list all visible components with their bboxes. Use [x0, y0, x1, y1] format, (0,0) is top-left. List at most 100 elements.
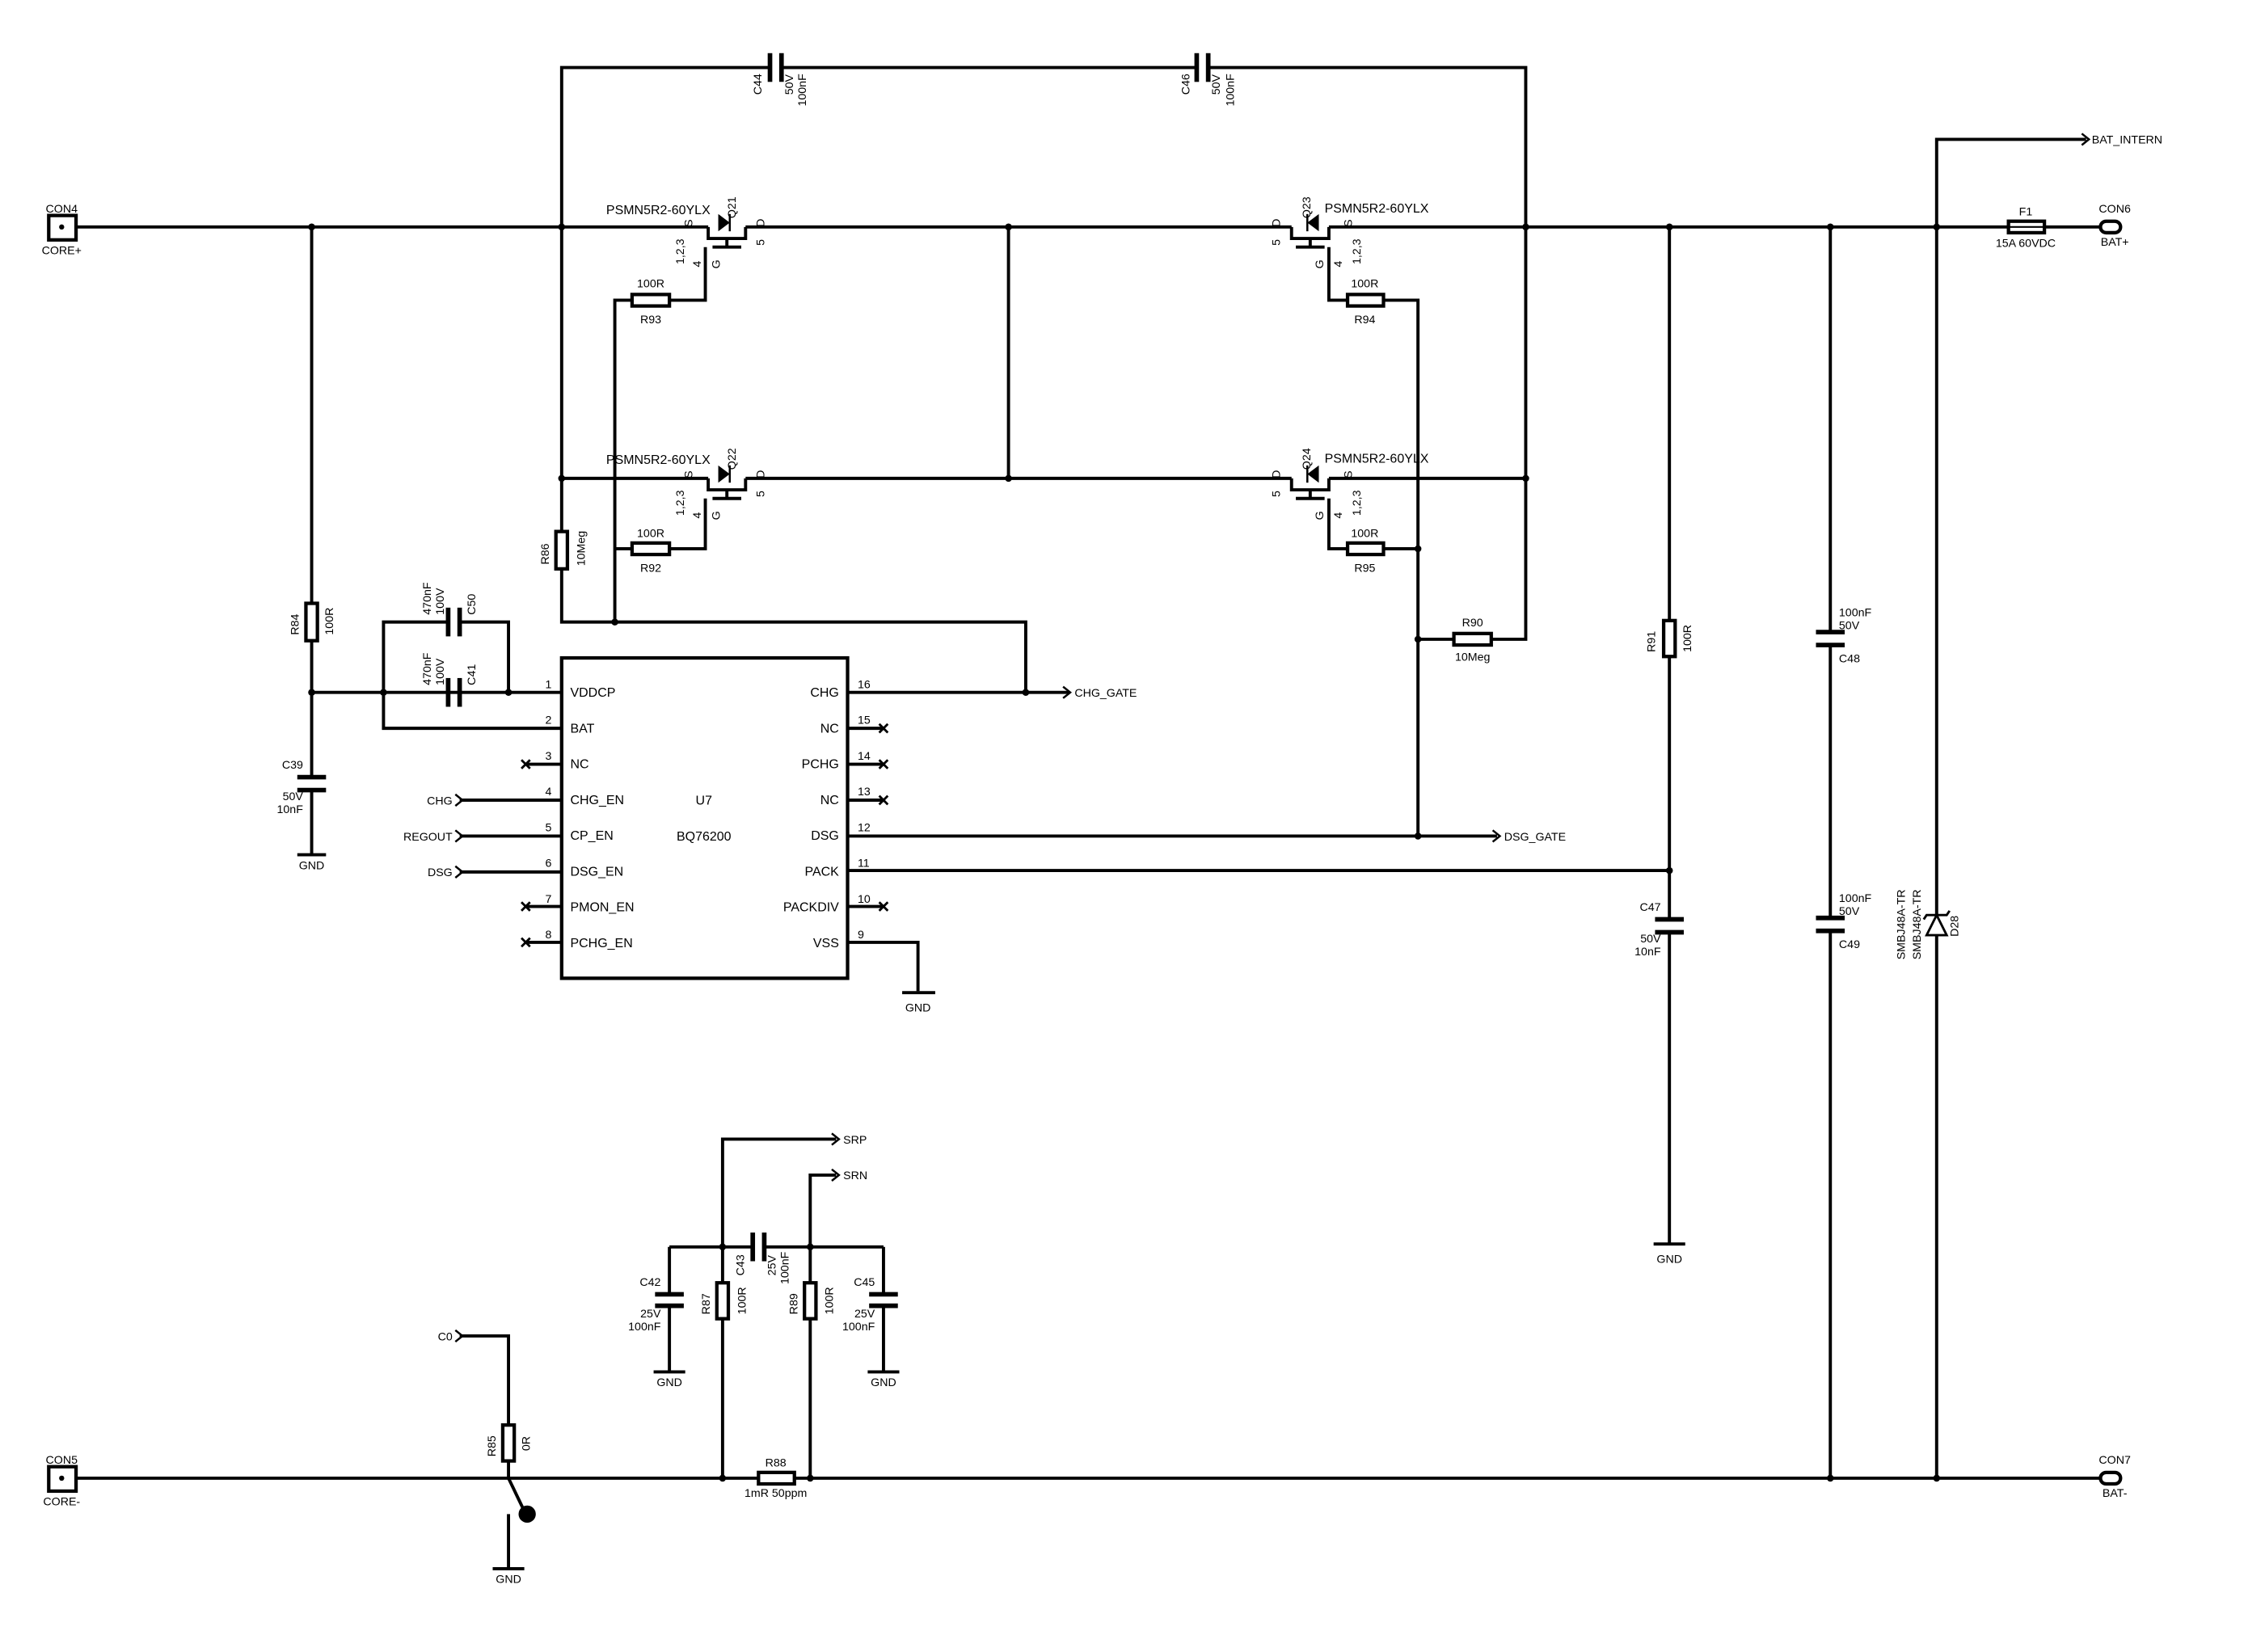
ic-u7[interactable]: U7 BQ76200 1VDDCP2BAT3NC4CHG_EN5CP_EN6DS…: [545, 655, 871, 980]
resistor-r90[interactable]: R90 10Meg: [1452, 617, 1493, 664]
capacitor-c50[interactable]: 470nF 100V C50: [421, 582, 479, 637]
resistor-r86[interactable]: R86 10Meg: [539, 529, 588, 571]
r84-ref: R84: [289, 613, 302, 634]
ic-pin-name: CHG: [810, 686, 839, 700]
r85-ref: R85: [486, 1435, 499, 1456]
ic-pin-name: VDDCP: [570, 686, 615, 700]
net-label-srp[interactable]: SRP: [831, 1132, 867, 1147]
port-dsg-input[interactable]: DSG: [428, 865, 465, 879]
ic-pin-number: 9: [858, 929, 864, 942]
ic-pin-name: PACKDIV: [783, 901, 839, 915]
port-regout-input[interactable]: REGOUT: [403, 829, 465, 844]
q22-pin-d: D: [754, 470, 767, 478]
connector-con4[interactable]: CON4 CORE+: [42, 203, 82, 258]
q21-pin-s: S: [683, 219, 696, 226]
ic-pin-number: 16: [858, 678, 871, 691]
f1-value: 15A 60VDC: [1996, 238, 2056, 251]
capacitor-c45[interactable]: C45 25V 100nF: [842, 1276, 898, 1334]
d28-part: SMBJ48A-TR: [1896, 889, 1909, 959]
ground-c42: GND: [653, 1370, 685, 1389]
capacitor-c43[interactable]: C43 25V 100nF: [735, 1233, 792, 1284]
c43-ref: C43: [735, 1254, 748, 1275]
ic-pin-number: 13: [858, 786, 871, 799]
c47-voltage: 50V: [1640, 933, 1661, 946]
capacitor-c39[interactable]: C39 50V 10nF: [277, 759, 327, 816]
port-chg-input[interactable]: CHG: [427, 793, 465, 807]
q23-pins-s: 1,2,3: [1351, 238, 1364, 264]
ic-pin-name: DSG_EN: [570, 865, 623, 879]
d28-ref: D28: [1948, 916, 1961, 937]
resistor-r93[interactable]: 100R R93: [630, 277, 672, 327]
q24-pin-g: G: [1314, 511, 1327, 520]
resistor-r92[interactable]: 100R R92: [630, 528, 672, 575]
q22-part: PSMN5R2-60YLX: [606, 453, 711, 467]
con5-ref: CON5: [46, 1454, 78, 1467]
bat-intern-label: BAT_INTERN: [2092, 134, 2162, 147]
c49-value: 100nF: [1839, 892, 1872, 905]
mosfet-q23[interactable]: PSMN5R2-60YLX Q23 D S G 5 1,2,3 4: [1271, 196, 1429, 268]
mosfet-q21[interactable]: PSMN5R2-60YLX Q21 S D G 1,2,3 5 4: [606, 196, 768, 268]
ic-pin-number: 11: [858, 858, 870, 870]
ic-pin-number: 3: [545, 750, 551, 763]
port-c0-input[interactable]: C0: [438, 1329, 465, 1343]
q24-pin-s: S: [1342, 470, 1355, 478]
resistor-r84[interactable]: R84 100R: [289, 601, 337, 643]
resistor-r85[interactable]: R85 0R: [486, 1423, 534, 1463]
ground-label: GND: [871, 1376, 896, 1389]
r93-ref: R93: [640, 314, 661, 327]
net-label-chg-gate[interactable]: CHG_GATE: [1062, 685, 1137, 700]
connector-con6[interactable]: CON6 BAT+: [2098, 203, 2131, 249]
mosfet-q24[interactable]: PSMN5R2-60YLX Q24 D S G 5 1,2,3 4: [1271, 448, 1429, 520]
dsg-gate-label: DSG_GATE: [1504, 831, 1566, 844]
mosfet-q22[interactable]: PSMN5R2-60YLX Q22 S D G 1,2,3 5 4: [606, 448, 768, 520]
ground-label: GND: [1656, 1253, 1682, 1266]
ic-pin-name: CP_EN: [570, 829, 613, 843]
capacitor-c41[interactable]: 470nF 100V C41: [421, 652, 479, 707]
r88-ref: R88: [766, 1457, 787, 1470]
c49-voltage: 50V: [1839, 905, 1860, 918]
c50-voltage: 100V: [434, 588, 447, 615]
capacitor-c47[interactable]: C47 50V 10nF: [1634, 901, 1684, 959]
fuse-f1[interactable]: F1 15A 60VDC: [1996, 206, 2056, 251]
c48-voltage: 50V: [1839, 619, 1860, 632]
c0-input-label: C0: [438, 1330, 453, 1343]
connector-con5[interactable]: CON5 CORE-: [43, 1454, 80, 1509]
con5-net: CORE-: [43, 1496, 80, 1509]
r86-ref: R86: [539, 543, 552, 564]
q22-pin-g-num: 4: [691, 512, 704, 519]
resistor-r95[interactable]: 100R R95: [1345, 528, 1386, 575]
capacitor-c49[interactable]: 100nF 50V C49: [1816, 892, 1872, 951]
capacitor-c44[interactable]: C44 50V 100nF: [752, 53, 809, 107]
c45-voltage: 25V: [854, 1308, 875, 1321]
net-label-bat-intern[interactable]: BAT_INTERN: [2081, 133, 2162, 147]
capacitor-c42[interactable]: C42 25V 100nF: [628, 1276, 684, 1334]
resistor-r91[interactable]: R91 100R: [1645, 618, 1694, 659]
capacitor-c46[interactable]: C46 50V 100nF: [1180, 53, 1238, 107]
ic-pin-number: 4: [545, 786, 551, 799]
capacitor-c48[interactable]: 100nF 50V C48: [1816, 607, 1872, 666]
c44-ref: C44: [752, 74, 765, 95]
r92-ref: R92: [640, 562, 661, 575]
resistor-r89[interactable]: R89 100R: [787, 1281, 837, 1321]
resistor-r94[interactable]: 100R R94: [1345, 277, 1386, 327]
c50-value: 470nF: [421, 582, 434, 615]
r89-value: 100R: [824, 1287, 837, 1314]
q21-pin-g-num: 4: [691, 261, 704, 268]
con6-ref: CON6: [2098, 203, 2131, 216]
resistor-r88[interactable]: R88 1mR 50ppm: [744, 1457, 807, 1500]
connector-con7[interactable]: CON7 BAT-: [2098, 1454, 2131, 1500]
net-label-dsg-gate[interactable]: DSG_GATE: [1491, 829, 1567, 844]
ground-r85: GND: [492, 1566, 525, 1587]
chg-input-label: CHG: [427, 794, 453, 807]
q23-ref: Q23: [1301, 196, 1314, 218]
c42-value: 100nF: [628, 1321, 661, 1334]
c48-value: 100nF: [1839, 607, 1872, 620]
r95-value: 100R: [1351, 528, 1378, 541]
net-label-srn[interactable]: SRN: [831, 1168, 867, 1182]
ic-pin-number: 1: [545, 678, 551, 691]
tvs-diode-d28[interactable]: D28 SMBJ48A-TR SMBJ48A-TR: [1896, 889, 1962, 959]
q24-ref: Q24: [1301, 448, 1314, 470]
resistor-r87[interactable]: R87 100R: [700, 1281, 749, 1321]
c42-ref: C42: [639, 1276, 660, 1289]
